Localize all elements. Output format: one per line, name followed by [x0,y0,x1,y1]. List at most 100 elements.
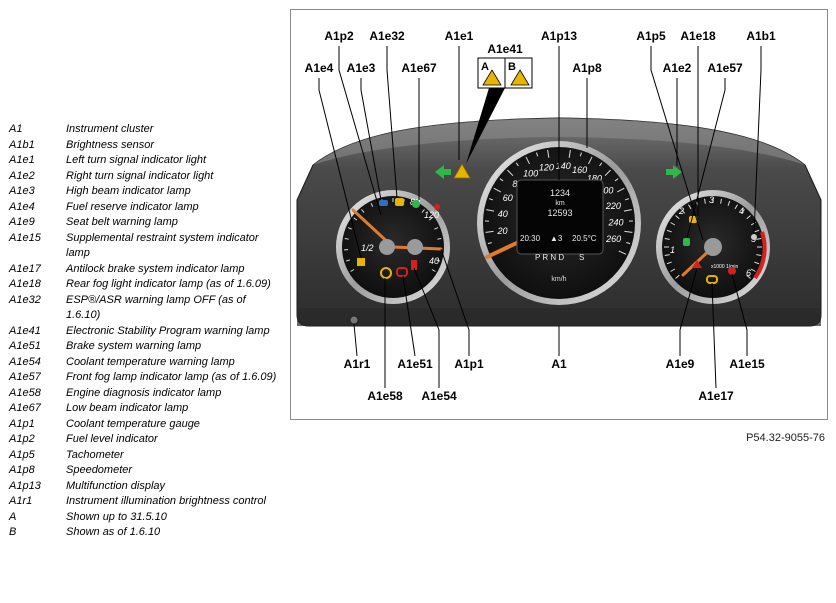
legend-description: Coolant temperature gauge [66,417,200,430]
speedometer-tick-label: 140 [556,161,571,171]
legend-code: A1e9 [9,216,35,228]
legend-code: A [9,510,17,523]
speedometer-tick-label: 20 [497,226,508,236]
figure-frame: 80 120 40 1/2 20406080100120140160180200… [290,9,828,420]
legend-code: A1r1 [9,495,33,507]
legend-description: ESP®/ASR warning lamp OFF (as of 1.6.10) [66,293,246,322]
callout-a1e15: A1e15 [729,357,765,371]
leader-a1p1 [440,248,470,356]
legend-description: Antilock brake system indicator lamp [66,262,245,275]
legend-code: A1e58 [9,386,41,399]
speedometer-tick [493,187,502,193]
left-ticks-mark [353,217,358,221]
speedometer-tick [499,178,504,182]
legend-row: A1e9 Seat belt warning lamp [9,215,279,231]
speedometer-tick-label: 160 [572,165,587,175]
left-gauge-hub-coolant [407,239,423,255]
legend-description: Fuel reserve indicator lamp [66,200,199,213]
left-ticks-mark [347,227,352,230]
legend-code: A1e51 [9,340,41,352]
legend-code: A1b1 [9,138,35,151]
gear-selector: P R N D [535,253,564,262]
callout-a1p8: A1p8 [572,61,602,75]
legend-code: A1p8 [9,464,35,476]
speedometer-tick [515,162,519,167]
display-temperature: 20.5°C [572,234,597,243]
callout-a1: A1 [551,357,567,371]
red-indicator-dot [434,204,440,210]
speedometer-tick [626,241,631,245]
legend-code: A1p1 [9,417,35,430]
speedometer-tick [485,230,494,233]
legend-code: A1e2 [9,169,35,182]
tacho-ticks-mark [734,204,738,210]
speedometer-tick [568,149,571,158]
tacho-ticks-mark [670,222,676,226]
legend-code: A1p2 [9,433,35,445]
speedometer-tick [618,250,627,255]
esp-off-icon [395,198,404,206]
legend-description: Electronic Stability Program warning lam… [66,324,270,337]
legend-description: Engine diagnosis indicator lamp [66,386,222,399]
tacho-ticks-mark [740,209,745,214]
tacho-ticks-mark [666,229,672,233]
callout-a1e41: A1e41 [487,42,523,56]
fuel-reserve-icon [357,258,365,266]
cluster-hood [313,118,805,165]
legend-description: Instrument illumination brightness contr… [66,495,266,507]
callout-a1e4: A1e4 [305,61,334,75]
left-turn-signal-icon [435,165,451,179]
speedometer-tick [525,156,530,165]
tachometer-ticks [664,198,762,279]
tacho-ticks-mark [666,261,672,265]
legend-description: Seat belt warning lamp [66,216,178,228]
legend-code: A1e67 [9,402,41,414]
left-ticks-mark [431,269,436,272]
tachometer-tick-6: 6 [746,268,751,278]
leader-a1e54 [413,267,440,388]
callout-a1p13: A1p13 [541,29,577,43]
legend-code: A1e54 [9,355,41,368]
leader-a1r1 [353,323,358,357]
leader-a1e57 [686,78,726,239]
tachometer-tick-3: 3 [709,195,714,205]
inset-pointer [466,88,505,164]
callout-a1e32: A1e32 [369,29,405,43]
callout-a1e54: A1e54 [421,389,457,403]
speedometer-tick [507,169,514,177]
tachometer-tick-1: 1 [670,245,675,255]
speedometer-tick-label: 220 [605,201,621,211]
tacho-ticks-mark [727,200,731,206]
right-turn-signal-icon [666,165,682,179]
legend-description: Supplemental restraint system indicator … [66,231,259,260]
speedometer-tick-label: 60 [503,193,513,203]
left-gauge-tick-40: 40 [429,256,439,266]
legend-row: A1e58 Engine diagnosis indicator lamp [9,386,279,402]
left-ticks-mark [370,202,374,208]
display-trip-unit: km [555,200,565,207]
engine-diagnosis-icon [380,267,392,279]
speedometer-tick [487,241,492,245]
speedometer-tick [588,156,593,165]
callout-leader-lines [318,46,762,389]
callout-a1e9: A1e9 [666,357,695,371]
tacho-ticks-mark [746,215,751,220]
brightness-control-knob [349,315,359,325]
speedometer-tick [616,187,625,193]
legend-description: Brightness sensor [66,138,155,151]
left-gauge-tick-half: 1/2 [361,243,374,253]
display-gear: ▲3 [550,234,563,243]
speedometer-tick-labels: 20406080100120140160180200220240260 [497,161,624,244]
tacho-ticks-mark [720,198,723,204]
speedometer-tick [579,152,582,157]
multifunction-display [516,179,604,255]
inset-warning-icon-a [482,69,502,86]
speedometer-tick [623,209,632,212]
front-fog-icon [683,238,690,246]
